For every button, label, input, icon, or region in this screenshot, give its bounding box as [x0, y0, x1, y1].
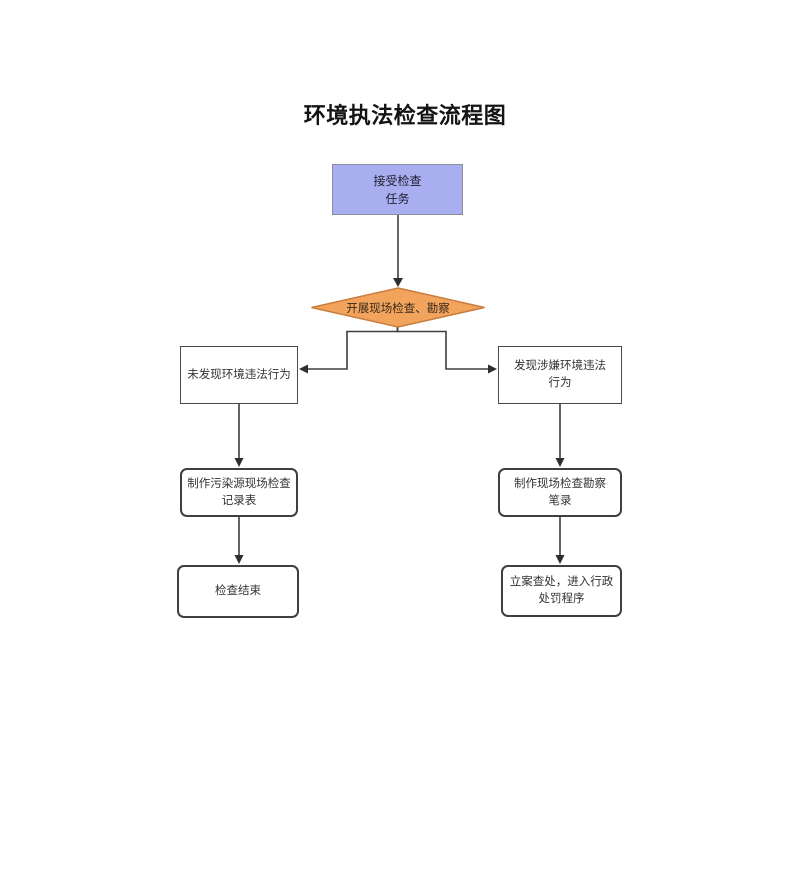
node-label-line: 立案查处，进入行政 — [509, 576, 614, 588]
arrow-down-icon — [234, 458, 244, 467]
arrow-left-icon — [299, 364, 308, 374]
connector-decision-to-no-violation — [299, 327, 399, 374]
arrow-down-icon — [234, 555, 244, 564]
node-inspection-survey-notes: 制作现场检查勘察 笔录 — [498, 468, 622, 517]
arrow-right-icon — [488, 364, 497, 374]
node-inspection-end: 检查结束 — [177, 565, 299, 618]
connector-notes-to-case-filing — [555, 517, 565, 564]
node-label-line: 接受检查 — [373, 173, 422, 188]
connector-start-to-decision — [393, 215, 403, 287]
node-label-line: 检查结束 — [215, 585, 261, 597]
node-label-line: 发现涉嫌环境违法 — [514, 360, 606, 372]
page-title: 环境执法检查流程图 — [303, 103, 507, 128]
connector-no-violation-to-form — [234, 404, 244, 467]
node-accept-inspection-task: 接受检查 任务 — [332, 164, 463, 215]
node-label-line: 未发现环境违法行为 — [187, 368, 291, 381]
node-label-line: 笔录 — [548, 494, 572, 507]
node-case-filing: 立案查处，进入行政 处罚程序 — [501, 565, 622, 617]
arrow-down-icon — [555, 458, 565, 467]
connector-decision-to-violation — [396, 327, 497, 374]
arrow-down-icon — [555, 555, 565, 564]
node-conduct-onsite-inspection-shape — [311, 287, 485, 328]
connector-form-to-end — [234, 517, 244, 564]
node-label-line: 制作现场检查勘察 — [514, 477, 606, 490]
arrow-down-icon — [393, 278, 403, 287]
node-label-line: 任务 — [385, 191, 410, 206]
node-no-violation-found: 未发现环境违法行为 — [180, 346, 298, 404]
node-label-line: 行为 — [548, 377, 572, 389]
node-label-line: 制作污染源现场检查 — [187, 477, 291, 490]
diamond-shape — [311, 287, 485, 328]
node-violation-suspected: 发现涉嫌环境违法 行为 — [498, 346, 622, 404]
node-conduct-onsite-inspection: 开展现场检查、勘察 — [346, 302, 450, 315]
node-label-line: 处罚程序 — [538, 593, 585, 605]
connector-violation-to-notes — [555, 404, 565, 467]
node-label-line: 记录表 — [221, 494, 257, 507]
node-pollution-inspection-form: 制作污染源现场检查 记录表 — [180, 468, 298, 517]
